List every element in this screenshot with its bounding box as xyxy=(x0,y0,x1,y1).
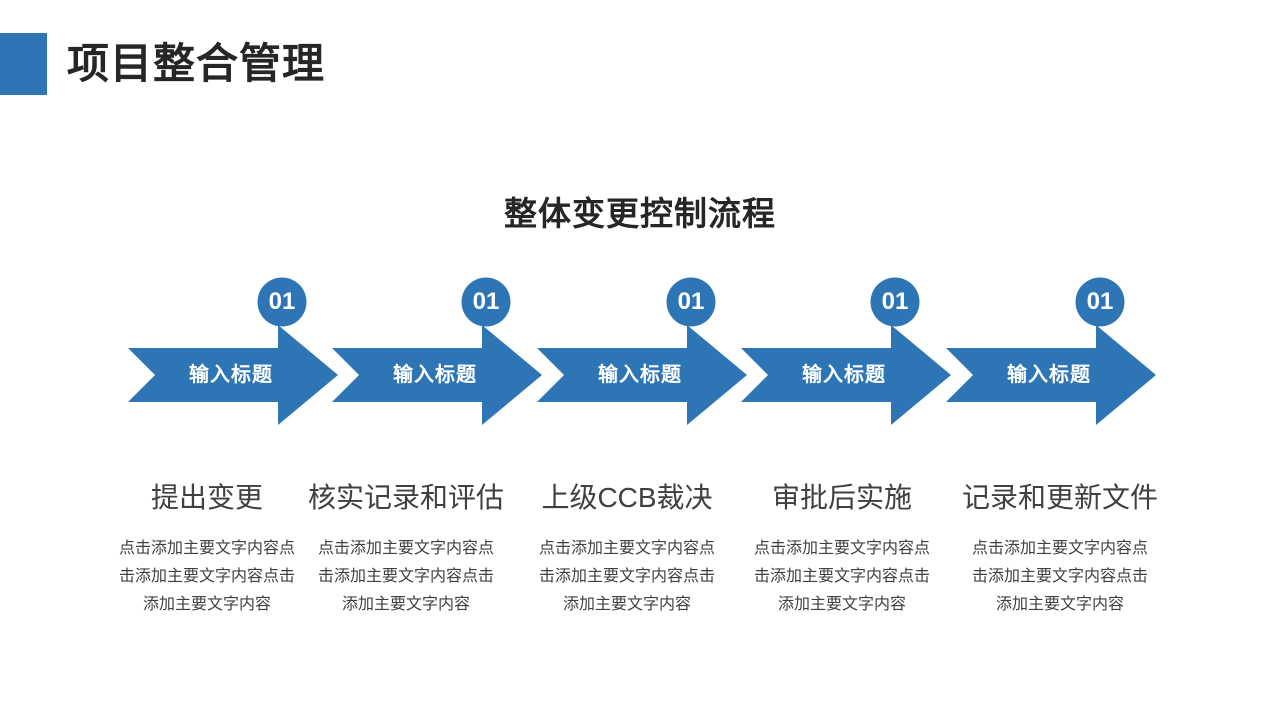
step-body: 点击添加主要文字内容点 击添加主要文字内容点击 添加主要文字内容 xyxy=(517,535,737,619)
step-badge-circle xyxy=(257,277,307,327)
arrow-title-placeholder: 输入标题 xyxy=(1007,364,1091,386)
process-step-5: 01 输入标题 xyxy=(946,277,1158,425)
step-description-1: 提出变更 点击添加主要文字内容点 击添加主要文字内容点击 添加主要文字内容 xyxy=(97,480,317,619)
step-body: 点击添加主要文字内容点 击添加主要文字内容点击 添加主要文字内容 xyxy=(732,535,952,619)
process-arrow-graphic xyxy=(537,277,747,425)
step-number: 01 xyxy=(472,288,500,315)
step-description-5: 记录和更新文件 点击添加主要文字内容点 击添加主要文字内容点击 添加主要文字内容 xyxy=(950,480,1170,619)
process-arrow-graphic xyxy=(332,277,542,425)
step-body-line: 添加主要文字内容 xyxy=(562,596,691,613)
process-step-1: 01 输入标题 xyxy=(128,277,340,425)
step-description-4: 审批后实施 点击添加主要文字内容点 击添加主要文字内容点击 添加主要文字内容 xyxy=(732,480,952,619)
page-title: 项目整合管理 xyxy=(67,40,326,87)
step-title: 核实记录和评估 xyxy=(307,482,504,513)
step-body: 点击添加主要文字内容点 击添加主要文字内容点击 添加主要文字内容 xyxy=(97,535,317,619)
step-body-line: 点击添加主要文字内容点 xyxy=(118,540,295,557)
process-arrow-graphic xyxy=(946,277,1156,425)
step-body: 点击添加主要文字内容点 击添加主要文字内容点击 添加主要文字内容 xyxy=(950,535,1170,619)
step-body-line: 添加主要文字内容 xyxy=(995,596,1124,613)
right-arrow-shape xyxy=(128,325,338,425)
right-arrow-shape xyxy=(537,325,747,425)
step-body-line: 点击添加主要文字内容点 xyxy=(753,540,930,557)
process-step-2: 01 输入标题 xyxy=(332,277,544,425)
step-number: 01 xyxy=(1086,288,1114,315)
step-badge-circle xyxy=(461,277,511,327)
arrow-title-placeholder: 输入标题 xyxy=(189,364,273,386)
process-arrow-graphic xyxy=(741,277,951,425)
step-number: 01 xyxy=(268,288,296,315)
process-step-3: 01 输入标题 xyxy=(537,277,749,425)
step-body-line: 击添加主要文字内容点击 xyxy=(317,568,494,585)
arrow-title-placeholder: 输入标题 xyxy=(393,364,477,386)
process-step-4: 01 输入标题 xyxy=(741,277,953,425)
step-body-line: 击添加主要文字内容点击 xyxy=(118,568,295,585)
step-number: 01 xyxy=(881,288,909,315)
step-badge-circle xyxy=(666,277,716,327)
step-body-line: 添加主要文字内容 xyxy=(142,596,271,613)
step-body-line: 添加主要文字内容 xyxy=(341,596,470,613)
right-arrow-shape xyxy=(946,325,1156,425)
step-body-line: 击添加主要文字内容点击 xyxy=(753,568,930,585)
step-badge-circle xyxy=(870,277,920,327)
step-description-3: 上级CCB裁决 点击添加主要文字内容点 击添加主要文字内容点击 添加主要文字内容 xyxy=(517,480,737,619)
header-accent-square xyxy=(0,33,47,95)
step-badge-circle xyxy=(1075,277,1125,327)
arrow-title-placeholder: 输入标题 xyxy=(802,364,886,386)
step-description-2: 核实记录和评估 点击添加主要文字内容点 击添加主要文字内容点击 添加主要文字内容 xyxy=(296,480,516,619)
step-title: 上级CCB裁决 xyxy=(541,482,713,513)
step-body-line: 击添加主要文字内容点击 xyxy=(538,568,715,585)
step-title: 审批后实施 xyxy=(771,482,912,513)
section-title: 整体变更控制流程 xyxy=(504,195,776,232)
step-body-line: 点击添加主要文字内容点 xyxy=(538,540,715,557)
step-body-line: 点击添加主要文字内容点 xyxy=(317,540,494,557)
right-arrow-shape xyxy=(741,325,951,425)
process-arrow-graphic xyxy=(128,277,338,425)
step-body-line: 点击添加主要文字内容点 xyxy=(971,540,1148,557)
step-number: 01 xyxy=(677,288,705,315)
step-body-line: 击添加主要文字内容点击 xyxy=(971,568,1148,585)
right-arrow-shape xyxy=(332,325,542,425)
step-body-line: 添加主要文字内容 xyxy=(777,596,906,613)
step-title: 记录和更新文件 xyxy=(961,482,1158,513)
step-title: 提出变更 xyxy=(150,482,263,513)
step-body: 点击添加主要文字内容点 击添加主要文字内容点击 添加主要文字内容 xyxy=(296,535,516,619)
arrow-title-placeholder: 输入标题 xyxy=(598,364,682,386)
